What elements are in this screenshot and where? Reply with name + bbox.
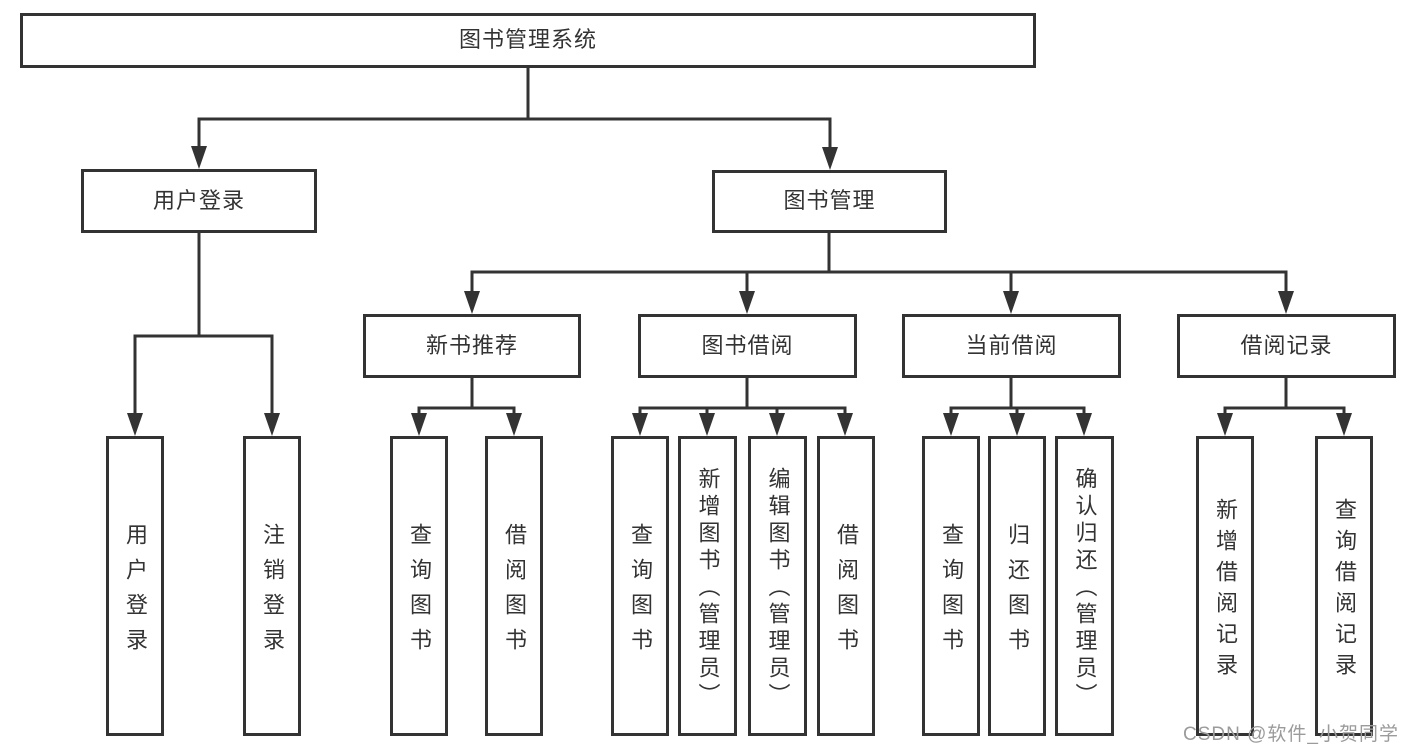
connector-borrow-records-children [1217, 378, 1352, 436]
connector-new-book-recommend-children [411, 378, 522, 436]
node-add-books-admin: 新增图书（管理员） [678, 436, 737, 736]
node-label: 查询图书 [407, 522, 432, 663]
node-current-borrow: 当前借阅 [902, 314, 1121, 378]
node-book-borrow: 图书借阅 [638, 314, 857, 378]
node-new-book-recommend: 新书推荐 [363, 314, 581, 378]
node-edit-books-admin: 编辑图书（管理员） [748, 436, 807, 736]
node-label: 归还图书 [1005, 522, 1030, 663]
connector-user-login-children [127, 233, 280, 436]
node-logout-leaf: 注销登录 [243, 436, 301, 736]
node-book-management: 图书管理 [712, 170, 947, 233]
node-add-borrow-record: 新增借阅记录 [1196, 436, 1254, 736]
node-label: 注销登录 [260, 522, 285, 663]
connector-book-management-children [464, 233, 1294, 314]
node-label: 编辑图书（管理员） [765, 467, 791, 710]
node-user-login-leaf: 用户登录 [106, 436, 164, 736]
node-recommend-query-books: 查询图书 [390, 436, 448, 736]
connector-root-to-level2 [191, 68, 838, 170]
node-query-borrow-record: 查询借阅记录 [1315, 436, 1373, 736]
connector-current-borrow-children [943, 378, 1092, 436]
node-borrow-records: 借阅记录 [1177, 314, 1396, 378]
node-label: 新增借阅记录 [1213, 497, 1238, 684]
node-user-login: 用户登录 [81, 169, 317, 233]
node-label: 查询图书 [939, 522, 964, 663]
node-label: 确认归还（管理员） [1072, 467, 1098, 710]
node-label: 新增图书（管理员） [695, 467, 721, 710]
node-label: 查询图书 [628, 522, 653, 663]
node-recommend-borrow-books: 借阅图书 [485, 436, 543, 736]
connector-book-borrow-children [632, 378, 853, 436]
node-current-query-books: 查询图书 [922, 436, 980, 736]
node-confirm-return-admin: 确认归还（管理员） [1055, 436, 1114, 736]
csdn-watermark: CSDN @软件_小贺同学 [1183, 724, 1399, 745]
node-return-books: 归还图书 [988, 436, 1046, 736]
node-label: 查询借阅记录 [1332, 497, 1357, 684]
node-borrow-borrow-books: 借阅图书 [817, 436, 875, 736]
node-label: 借阅图书 [834, 522, 859, 663]
node-borrow-query-books: 查询图书 [611, 436, 669, 736]
node-root: 图书管理系统 [20, 13, 1036, 68]
node-label: 借阅图书 [502, 522, 527, 663]
node-label: 用户登录 [123, 522, 148, 663]
